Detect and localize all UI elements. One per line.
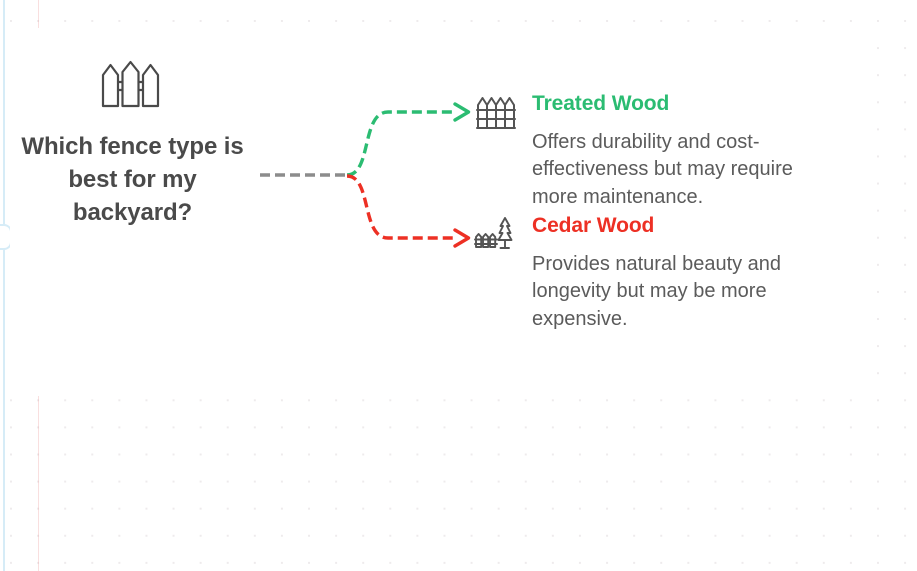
branch-cedar-wood-label: Cedar Wood <box>532 214 655 237</box>
fence-icon <box>101 60 159 108</box>
root-title: Which fence type is best for my backyard… <box>21 133 244 227</box>
branch-cedar-wood-body: Cedar Wood Provides natural beauty and l… <box>532 214 842 333</box>
left-rail <box>3 0 5 571</box>
branch-treated-wood-label: Treated Wood <box>532 92 670 115</box>
picket-fence-icon <box>476 97 516 129</box>
fence-with-tree-icon <box>474 217 513 249</box>
branch-treated-wood-description: Offers durability and cost-effectiveness… <box>532 131 793 208</box>
root-node[interactable]: Which fence type is best for my backyard… <box>10 60 255 229</box>
branch-treated-wood-body: Treated Wood Offers durability and cost-… <box>532 92 842 211</box>
branch-cedar-wood-description: Provides natural beauty and longevity bu… <box>532 253 782 330</box>
